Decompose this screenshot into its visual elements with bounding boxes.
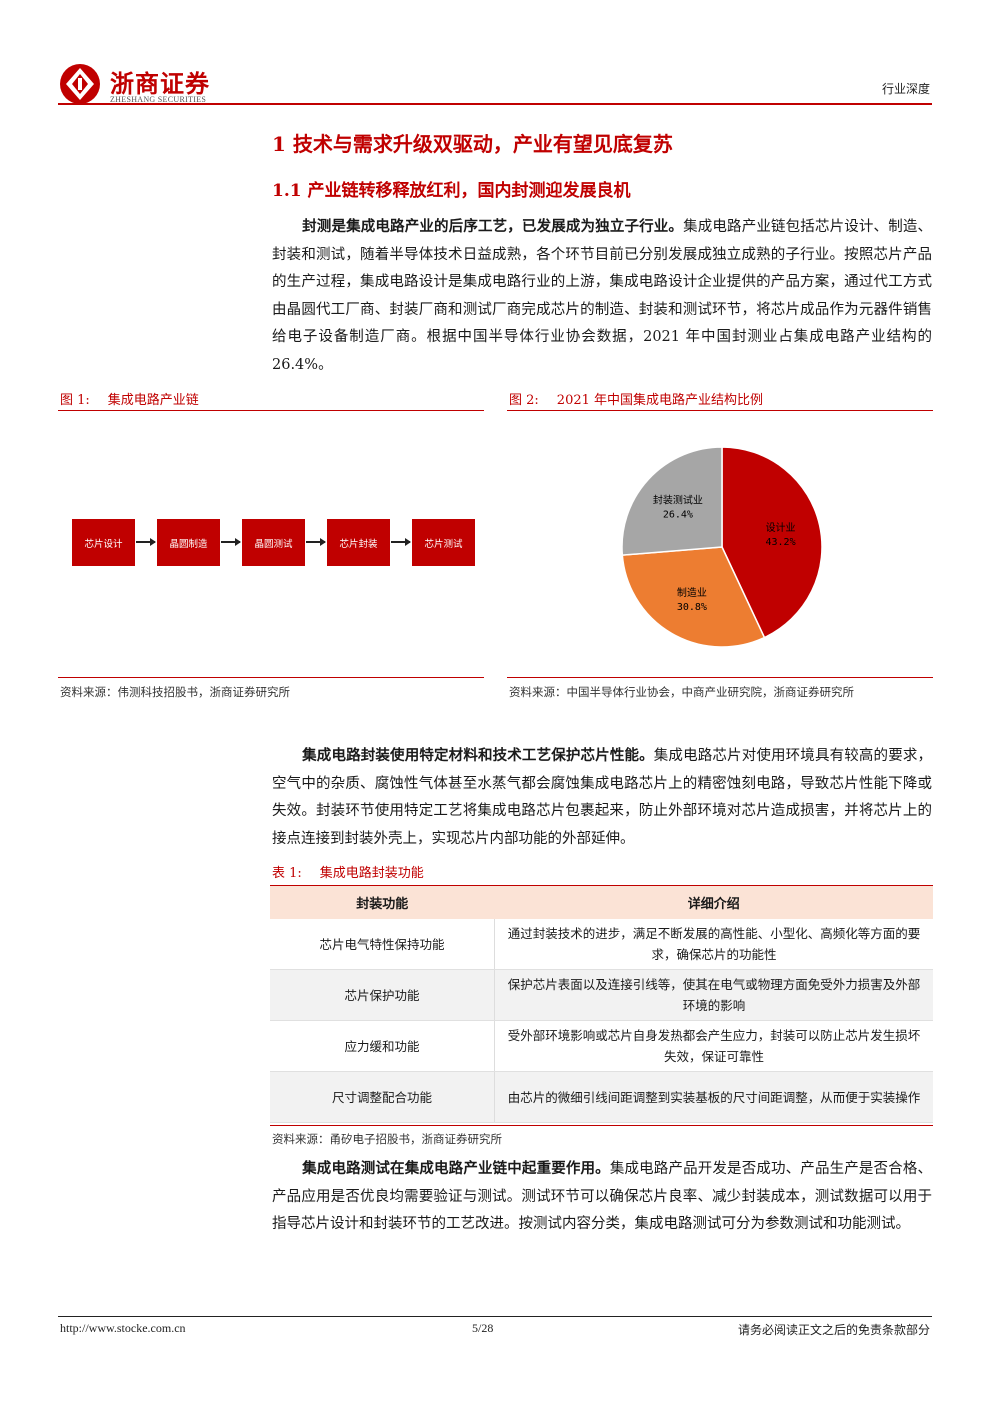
table-cell-detail: 通过封装技术的进步，满足不断发展的高性能、小型化、高频化等方面的要求，确保芯片的…: [494, 919, 933, 970]
figure-1-number: 图 1:: [60, 393, 90, 408]
figure-2-source: 资料来源：中国半导体行业协会，中商产业研究院，浙商证券研究所: [509, 685, 854, 699]
table-header-detail: 详细介绍: [494, 885, 933, 919]
brand-logo: [58, 62, 218, 106]
table-row: 芯片电气特性保持功能 通过封装技术的进步，满足不断发展的高性能、小型化、高频化等…: [270, 919, 933, 970]
header-divider: [58, 103, 932, 105]
brand-logo-icon: [60, 64, 100, 104]
footer-disclaimer: 请务必阅读正文之后的免责条款部分: [737, 1323, 930, 1337]
table-1-caption: 表 1: 集成电路封装功能: [272, 862, 424, 881]
table-1-title: 集成电路封装功能: [319, 866, 424, 881]
table-1-source: 资料来源：甬矽电子招股书，浙商证券研究所: [272, 1132, 502, 1146]
paragraph-1-body: 集成电路产业链包括芯片设计、制造、封装和测试，随着半导体技术日益成熟，各个环节目…: [272, 219, 933, 373]
industry-structure-pie-chart: 设计业 43.2% 制造业 30.8% 封装测试业 26.4%: [621, 446, 823, 648]
pie-label-category: 封装测试业: [653, 493, 703, 506]
flow-step-wafer-fab: 晶圆制造: [157, 519, 220, 566]
flow-step-chip-packaging: 芯片封装: [327, 519, 390, 566]
table-row: 应力缓和功能 受外部环境影响或芯片自身发热都会产生应力，封装可以防止芯片发生损坏…: [270, 1020, 933, 1072]
table-1-number: 表 1:: [272, 866, 302, 881]
paragraph-1: 封测是集成电路产业的后序工艺，已发展成为独立子行业。集成电路产业链包括芯片设计、…: [272, 213, 932, 379]
figure-1-source: 资料来源：伟测科技招股书，浙商证券研究所: [60, 685, 290, 699]
figure-2-caption: 图 2: 2021 年中国集成电路产业结构比例: [509, 389, 763, 408]
table-row: 尺寸调整配合功能 由芯片的微细引线间距调整到实装基板的尺寸间距调整，从而便于实装…: [270, 1071, 933, 1123]
table-bottom-rule: [270, 1125, 933, 1126]
table-cell-function: 芯片电气特性保持功能: [270, 919, 495, 970]
table-header-row: 封装功能 详细介绍: [270, 885, 933, 919]
table-cell-function: 芯片保护功能: [270, 969, 495, 1021]
table-cell-function: 尺寸调整配合功能: [270, 1071, 495, 1123]
flow-step-chip-test: 芯片测试: [412, 519, 475, 566]
paragraph-3: 集成电路测试在集成电路产业链中起重要作用。集成电路产品开发是否成功、产品生产是否…: [272, 1155, 932, 1239]
figure-2-number: 图 2:: [509, 393, 539, 408]
pie-label-category: 设计业: [766, 521, 796, 534]
flow-arrow: [221, 538, 241, 545]
paragraph-2-body: 集成电路芯片对使用环境具有较高的要求，空气中的杂质、腐蚀性气体甚至水蒸气都会腐蚀…: [272, 748, 933, 847]
flow-arrow: [391, 538, 411, 545]
pie-label-value: 43.2%: [766, 537, 796, 548]
report-category: 行业深度: [881, 82, 930, 96]
flow-step-wafer-test: 晶圆测试: [242, 519, 305, 566]
footer-divider: [58, 1316, 932, 1317]
pie-slice-manufacturing: [621, 546, 766, 648]
paragraph-3-lead: 集成电路测试在集成电路产业链中起重要作用。: [302, 1160, 610, 1177]
brand-name-en: ZHESHANG SECURITIES: [110, 95, 207, 104]
table-cell-detail: 由芯片的微细引线间距调整到实装基板的尺寸间距调整，从而便于实装操作: [494, 1071, 933, 1123]
paragraph-3-body: 集成电路产品开发是否成功、产品生产是否合格、产品应用是否优良均需要验证与测试。测…: [272, 1161, 933, 1232]
paragraph-2: 集成电路封装使用特定材料和技术工艺保护芯片性能。集成电路芯片对使用环境具有较高的…: [272, 742, 932, 853]
pie-slice-design: [721, 446, 823, 639]
section-heading-1-1: 1.1 产业链转移释放红利，国内封测迎发展良机: [272, 181, 631, 201]
pie-slice-packaging-testing: [621, 446, 723, 556]
table-cell-detail: 受外部环境影响或芯片自身发热都会产生应力，封装可以防止芯片发生损坏失效，保证可靠…: [494, 1020, 933, 1072]
paragraph-1-lead: 封测是集成电路产业的后序工艺，已发展成为独立子行业。: [302, 218, 684, 235]
flow-arrow: [306, 538, 326, 545]
table-cell-function: 应力缓和功能: [270, 1020, 495, 1072]
pie-label-category: 制造业: [677, 586, 707, 599]
figure-1-title: 集成电路产业链: [107, 393, 199, 408]
figure-2-source-rule: [507, 677, 933, 678]
table-cell-detail: 保护芯片表面以及连接引线等，使其在电气或物理方面免受外力损害及外部环境的影响: [494, 969, 933, 1021]
figure-1-caption-rule: [58, 410, 484, 411]
paragraph-2-lead: 集成电路封装使用特定材料和技术工艺保护芯片性能。: [302, 747, 654, 764]
table-row: 芯片保护功能 保护芯片表面以及连接引线等，使其在电气或物理方面免受外力损害及外部…: [270, 969, 933, 1021]
pie-label-value: 30.8%: [677, 602, 707, 613]
flow-step-chip-design: 芯片设计: [72, 519, 135, 566]
pie-label-value: 26.4%: [663, 509, 693, 520]
brand-name: 浙商证券: [110, 70, 210, 98]
footer-url[interactable]: http://www.stocke.com.cn: [60, 1321, 186, 1335]
table-header-function: 封装功能: [270, 885, 495, 919]
page-number: 5/28: [472, 1321, 494, 1335]
figure-2-title: 2021 年中国集成电路产业结构比例: [556, 393, 764, 408]
figure-1-source-rule: [58, 677, 484, 678]
figure-1-caption: 图 1: 集成电路产业链: [60, 389, 199, 408]
section-heading-1: 1 技术与需求升级双驱动，产业有望见底复苏: [272, 132, 673, 156]
figure-2-caption-rule: [507, 410, 933, 411]
packaging-function-table: 封装功能 详细介绍 芯片电气特性保持功能 通过封装技术的进步，满足不断发展的高性…: [270, 885, 933, 1123]
flow-arrow: [136, 538, 156, 545]
